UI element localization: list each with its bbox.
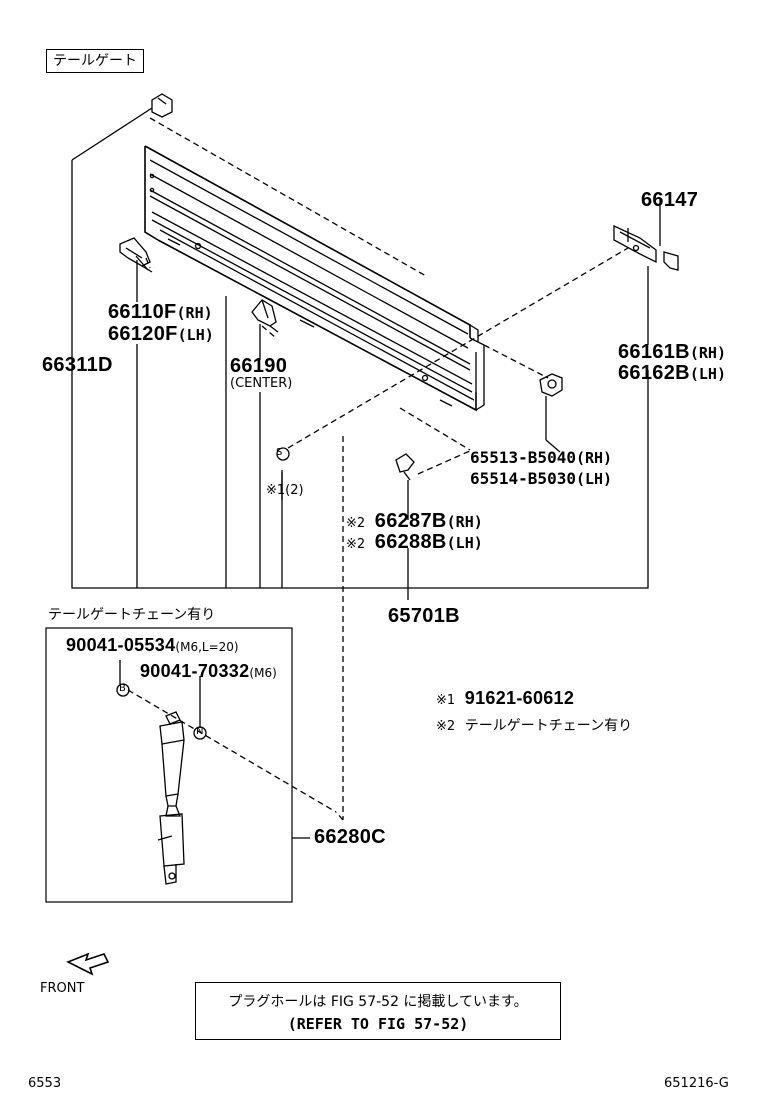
hinge-center [251,299,279,333]
leader-lines [71,160,661,839]
gas-strut [157,711,185,885]
front-label: FRONT [40,981,85,996]
label-65513-pn: 65513-B5040 [470,448,576,467]
dashed-guides [127,117,629,821]
label-66288B: ※2 66288B(LH) [346,532,483,552]
note-1: ※1 91621-60612 [436,689,574,708]
label-90041-05534-pn: 90041-05534 [66,635,176,655]
label-66162B: 66162B(LH) [618,363,726,383]
callout-s: S [276,447,283,458]
label-66162B-suffix: (LH) [689,365,726,383]
hinge-left [119,237,153,273]
striker-66161B [613,224,657,264]
reference-line-2: (REFER TO FIG 57-52) [287,1015,469,1033]
label-65514: 65514-B5030(LH) [470,471,612,488]
tailgate-panel [144,145,485,412]
label-66287B-pn: 66287B [374,510,447,532]
label-90041-70332-spec: (M6) [249,666,277,680]
label-66190: 66190 [230,355,288,377]
label-66287B-mark: ※2 [346,516,366,531]
chain-box-caption: テールゲートチェーン有り [48,607,216,623]
label-center: (CENTER) [230,376,293,391]
label-65514-pn: 65514-B5030 [470,469,576,488]
label-66288B-pn: 66288B [374,531,447,553]
label-66287B: ※2 66287B(RH) [346,511,483,531]
label-90041-70332-pn: 90041-70332 [140,661,250,681]
chain-box-frame [45,627,293,903]
label-66161B-suffix: (RH) [689,344,726,362]
label-90041-05534-spec: (M6,L=20) [175,640,239,654]
footer-left: 6553 [28,1076,62,1091]
label-66161B-pn: 66161B [618,341,690,363]
note-1-value: 91621-60612 [464,688,575,708]
label-66161B: 66161B(RH) [618,342,726,362]
label-note1-ref: ※1(2) [266,483,304,498]
front-arrow-icon [66,952,110,976]
label-90041-70332: 90041-70332(M6) [140,662,277,681]
label-66120F-suffix: (LH) [177,326,214,344]
bracket-66287B [395,453,415,481]
callout-b-circle [116,683,130,697]
reference-line-1: プラグホールは FIG 57-52 に掲載しています。 [228,994,528,1010]
note-2-value: テールゲートチェーン有り [464,718,633,734]
label-66280C: 66280C [314,826,386,848]
label-66120F-pn: 66120F [108,323,178,345]
label-66311D: 66311D [42,354,113,376]
label-66162B-pn: 66162B [618,362,690,384]
label-65701B: 65701B [388,605,460,627]
clip-66147 [663,251,679,271]
label-66288B-suffix: (LH) [446,534,483,552]
cable-hook-top [71,93,173,161]
label-66147: 66147 [641,189,699,211]
note-1-mark: ※1 [436,693,456,708]
reference-note-box: プラグホールは FIG 57-52 に掲載しています。 (REFER TO FI… [195,982,561,1040]
note-2-mark: ※2 [436,719,456,734]
callout-b: B [119,683,126,694]
label-66288B-mark: ※2 [346,537,366,552]
stopper-65513 [539,373,563,397]
label-66287B-suffix: (RH) [446,513,483,531]
label-66110F-suffix: (RH) [176,304,213,322]
label-65513-suffix: (RH) [575,449,613,467]
callout-s-circle [276,447,290,461]
callout-n: N [196,726,204,737]
label-66110F: 66110F(RH) [108,302,213,322]
label-65513: 65513-B5040(RH) [470,450,612,467]
label-66110F-pn: 66110F [108,301,177,323]
label-90041-05534: 90041-05534(M6,L=20) [66,636,239,655]
note-2: ※2 テールゲートチェーン有り [436,718,632,734]
label-66120F: 66120F(LH) [108,324,214,344]
label-65514-suffix: (LH) [575,470,613,488]
footer-right: 651216-G [664,1076,729,1091]
callout-n-circle [193,726,207,740]
section-title: テールゲート [46,49,144,73]
